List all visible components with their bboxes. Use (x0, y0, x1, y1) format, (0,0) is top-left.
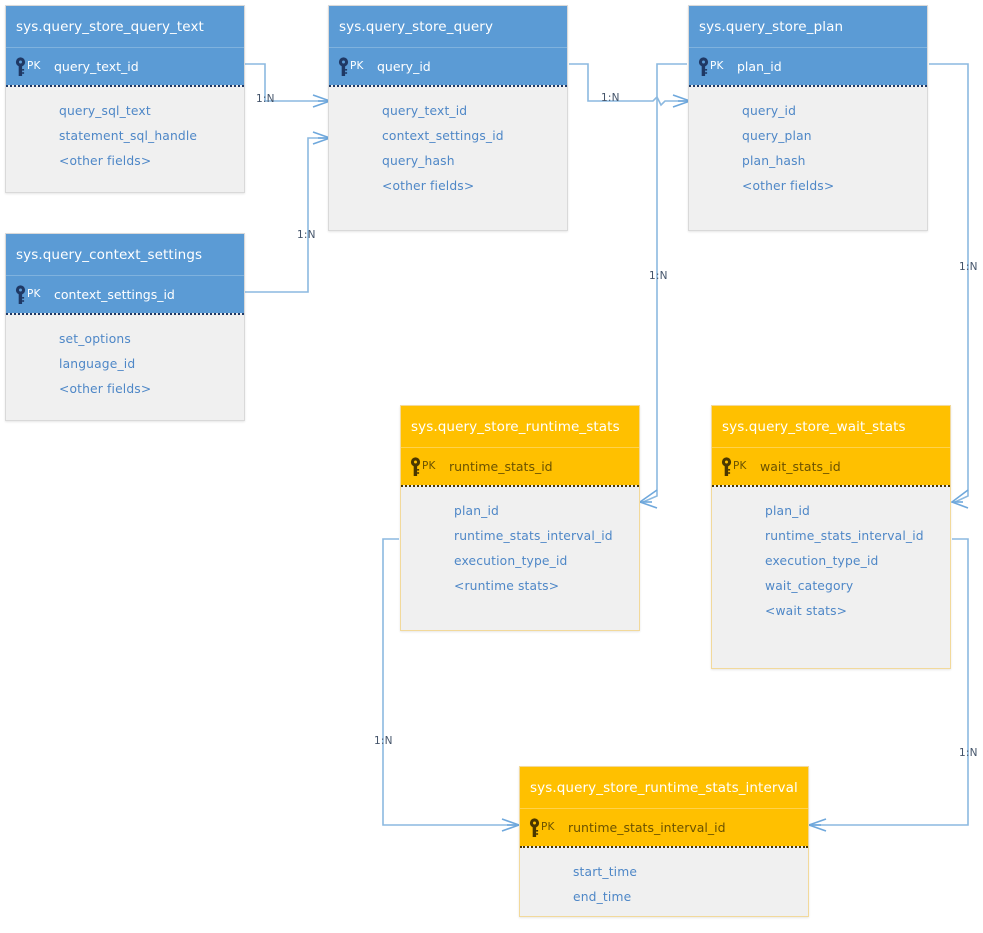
entity-query-store-plan[interactable]: sys.query_store_plan PK plan_id query_id… (688, 5, 928, 231)
field-list: plan_id runtime_stats_interval_id execut… (712, 487, 950, 636)
entity-query-context-settings[interactable]: sys.query_context_settings PK context_se… (5, 233, 245, 421)
key-icon (698, 56, 709, 76)
pk-badge: PK (422, 460, 436, 472)
primary-key-row[interactable]: PK query_text_id (6, 48, 244, 85)
pk-badge: PK (733, 460, 747, 472)
entity-query-store-runtime-stats-interval[interactable]: sys.query_store_runtime_stats_interval P… (519, 766, 809, 917)
field-row: <other fields> (742, 179, 835, 193)
field-row: plan_id (765, 504, 810, 518)
field-row: set_options (59, 332, 131, 346)
field-row: wait_category (765, 579, 854, 593)
pk-divider (401, 485, 639, 487)
entity-title: sys.query_context_settings (6, 234, 244, 276)
field-list: plan_id runtime_stats_interval_id execut… (401, 487, 639, 611)
cardinality-label-query-to-plan: 1:N (601, 92, 620, 104)
pk-badge: PK (710, 60, 724, 72)
cardinality-label-plan-to-runtime: 1:N (649, 270, 668, 282)
pk-divider (6, 313, 244, 315)
key-icon (410, 456, 421, 476)
field-row: context_settings_id (382, 129, 504, 143)
field-row: execution_type_id (454, 554, 568, 568)
entity-title: sys.query_store_query_text (6, 6, 244, 48)
pk-divider (689, 85, 927, 87)
field-row: query_text_id (382, 104, 468, 118)
pk-field-name: runtime_stats_id (449, 459, 553, 474)
pk-divider (712, 485, 950, 487)
primary-key-row[interactable]: PK runtime_stats_id (401, 448, 639, 485)
pk-field-name: context_settings_id (54, 287, 175, 302)
field-row: query_hash (382, 154, 455, 168)
cardinality-label-interval-to-runtime: 1:N (374, 735, 393, 747)
pk-badge: PK (350, 60, 364, 72)
entity-query-store-query-text[interactable]: sys.query_store_query_text PK query_text… (5, 5, 245, 193)
entity-query-store-query[interactable]: sys.query_store_query PK query_id query_… (328, 5, 568, 231)
connector-plan-to-runtime (638, 63, 687, 509)
field-row: start_time (573, 865, 638, 879)
entity-query-store-wait-stats[interactable]: sys.query_store_wait_stats PK wait_stats… (711, 405, 951, 669)
key-icon (721, 456, 732, 476)
field-row: <wait stats> (765, 604, 848, 618)
field-row: <runtime stats> (454, 579, 560, 593)
cardinality-label-context-to-query: 1:N (297, 229, 316, 241)
key-icon (529, 817, 540, 837)
key-icon (338, 56, 349, 76)
pk-field-name: query_id (377, 59, 431, 74)
pk-divider (329, 85, 567, 87)
field-row: plan_hash (742, 154, 806, 168)
field-row: language_id (59, 357, 136, 371)
primary-key-row[interactable]: PK runtime_stats_interval_id (520, 809, 808, 846)
pk-field-name: runtime_stats_interval_id (568, 820, 726, 835)
field-row: <other fields> (59, 382, 152, 396)
field-row: execution_type_id (765, 554, 879, 568)
entity-title: sys.query_store_runtime_stats (401, 406, 639, 448)
field-row: plan_id (454, 504, 499, 518)
field-list: set_options language_id <other fields> (6, 315, 244, 414)
field-row: query_sql_text (59, 104, 151, 118)
pk-badge: PK (541, 821, 555, 833)
primary-key-row[interactable]: PK context_settings_id (6, 276, 244, 313)
field-row: runtime_stats_interval_id (765, 529, 924, 543)
field-list: query_sql_text statement_sql_handle <oth… (6, 87, 244, 186)
pk-field-name: plan_id (737, 59, 782, 74)
pk-badge: PK (27, 60, 41, 72)
field-row: end_time (573, 890, 632, 904)
connector-context-to-query (245, 131, 333, 293)
field-row: query_id (742, 104, 797, 118)
field-list: query_text_id context_settings_id query_… (329, 87, 567, 211)
cardinality-label-text-to-query: 1:N (256, 93, 275, 105)
connector-query-to-plan (569, 63, 693, 108)
field-list: start_time end_time (520, 848, 808, 922)
field-row: runtime_stats_interval_id (454, 529, 613, 543)
field-row: <other fields> (59, 154, 152, 168)
entity-title: sys.query_store_wait_stats (712, 406, 950, 448)
pk-field-name: wait_stats_id (760, 459, 841, 474)
entity-title: sys.query_store_query (329, 6, 567, 48)
field-row: statement_sql_handle (59, 129, 198, 143)
cardinality-label-plan-to-wait: 1:N (959, 261, 978, 273)
key-icon (15, 284, 26, 304)
pk-divider (6, 85, 244, 87)
pk-field-name: query_text_id (54, 59, 139, 74)
entity-title: sys.query_store_runtime_stats_interval (520, 767, 808, 809)
pk-divider (520, 846, 808, 848)
field-row: query_plan (742, 129, 812, 143)
key-icon (15, 56, 26, 76)
entity-query-store-runtime-stats[interactable]: sys.query_store_runtime_stats PK runtime… (400, 405, 640, 631)
field-row: <other fields> (382, 179, 475, 193)
primary-key-row[interactable]: PK query_id (329, 48, 567, 85)
pk-badge: PK (27, 288, 41, 300)
primary-key-row[interactable]: PK wait_stats_id (712, 448, 950, 485)
cardinality-label-interval-to-wait: 1:N (959, 747, 978, 759)
entity-title: sys.query_store_plan (689, 6, 927, 48)
primary-key-row[interactable]: PK plan_id (689, 48, 927, 85)
field-list: query_id query_plan plan_hash <other fie… (689, 87, 927, 211)
